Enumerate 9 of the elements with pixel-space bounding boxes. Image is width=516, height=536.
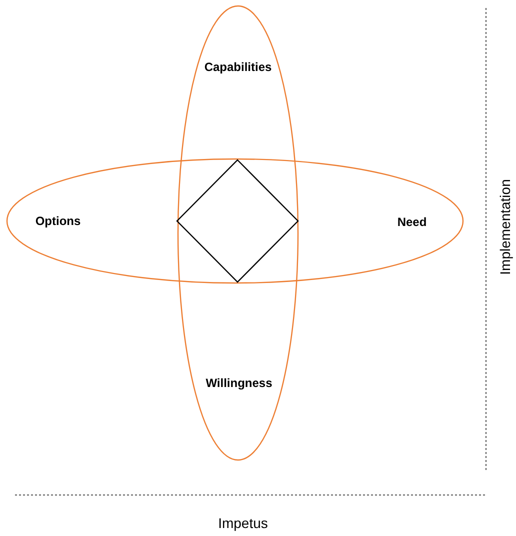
- axis-label: Impetus: [218, 515, 268, 531]
- ellipse-label: Capabilities: [204, 60, 272, 74]
- diamond-shape: [176, 159, 299, 283]
- ellipse-label: Need: [397, 215, 427, 229]
- ellipse-shape: [6, 158, 464, 284]
- ellipse-label: Options: [35, 214, 81, 228]
- ellipse-label: Willingness: [206, 376, 272, 390]
- ellipse-shape: [177, 5, 299, 461]
- axis-label: Implementation: [497, 179, 513, 275]
